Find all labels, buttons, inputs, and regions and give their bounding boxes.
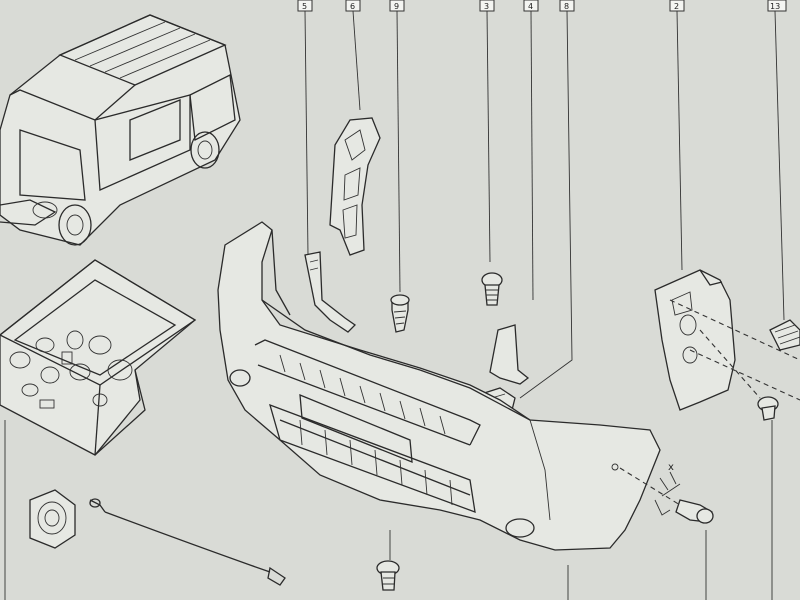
hardware-kit-box [0, 259, 197, 456]
left-bumper-bracket [329, 117, 381, 256]
clip-fastener-right [757, 396, 779, 421]
right-bumper-bracket [654, 269, 736, 411]
bolt-right [769, 319, 800, 351]
mounting-strap-right [489, 324, 530, 385]
reference-label-5[interactable]: 5 [297, 0, 313, 12]
svg-text:3: 3 [484, 2, 489, 11]
front-bumper [217, 221, 661, 551]
van-illustration [0, 14, 241, 246]
reference-label-3[interactable]: 3 [479, 0, 495, 12]
svg-text:9: 9 [394, 2, 399, 11]
reference-label-13[interactable]: 13 [767, 0, 787, 12]
fastener-guide-lines [669, 299, 800, 401]
reference-label-4[interactable]: 4 [523, 0, 539, 12]
svg-text:6: 6 [350, 2, 355, 11]
svg-text:4: 4 [528, 2, 533, 11]
svg-text:13: 13 [770, 2, 780, 11]
svg-text:8: 8 [564, 2, 569, 11]
svg-text:5: 5 [302, 2, 307, 11]
mounting-strap-left [304, 251, 357, 333]
screw-top [481, 272, 503, 306]
fog-lamp-assembly [29, 489, 286, 586]
reference-label-2[interactable]: 2 [669, 0, 685, 12]
dimension-x-label: x [668, 462, 674, 473]
clip-fastener-bottom [376, 530, 400, 591]
clip-fastener-center [390, 294, 410, 333]
bolt-front-right: x [619, 462, 714, 524]
reference-label-6[interactable]: 6 [345, 0, 361, 12]
leader-lines [4, 10, 785, 600]
reference-label-9[interactable]: 9 [389, 0, 405, 12]
svg-text:2: 2 [674, 2, 679, 11]
reference-label-8[interactable]: 8 [559, 0, 575, 12]
